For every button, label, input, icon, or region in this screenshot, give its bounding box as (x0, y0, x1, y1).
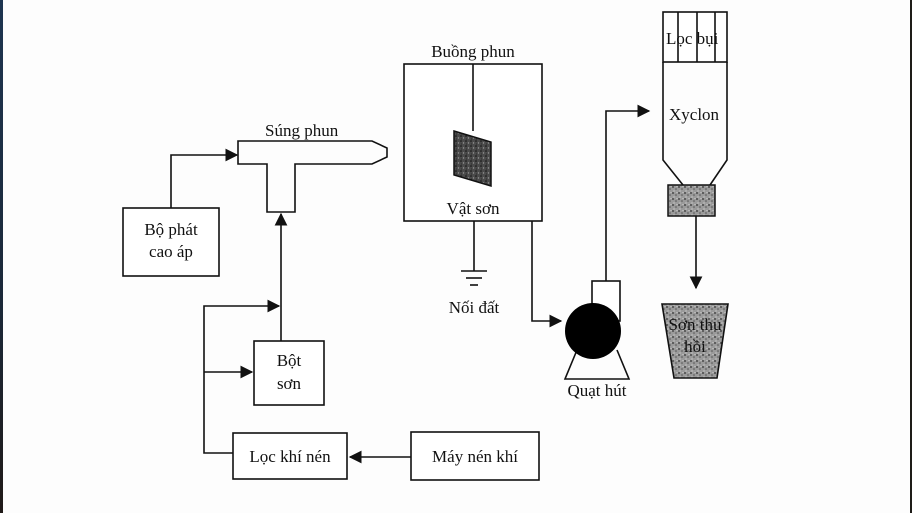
paint-powder: Bột sơn (253, 340, 325, 406)
dust-filter: Lọc bụi (662, 11, 728, 63)
exhaust-fan: Quạt hút (563, 280, 631, 400)
spray-booth-label: Buồng phun (431, 42, 515, 61)
paint-powder-label-line2: sơn (277, 374, 302, 393)
arrow-hv-to-gun (170, 148, 239, 208)
recovered-paint-bin: Sơn thu hồi (661, 303, 729, 379)
hv-generator: Bộ phát cao áp (122, 207, 220, 277)
hv-generator-label-line1: Bộ phát (144, 220, 198, 239)
spray-gun-label: Súng phun (265, 121, 339, 140)
exhaust-fan-label: Quạt hút (567, 381, 626, 400)
paint-powder-label-line1: Bột (277, 351, 302, 370)
dust-filter-label: Lọc bụi (666, 29, 719, 48)
workpiece-label: Vật sơn (447, 199, 500, 218)
air-compressor: Máy nén khí (410, 431, 540, 481)
cyclone: Xyclon (662, 62, 728, 217)
spray-booth: Buồng phun Vật sơn (403, 42, 543, 222)
cyclone-collector (667, 184, 716, 217)
window-edge-left (0, 0, 3, 513)
hv-generator-label-line2: cao áp (149, 242, 193, 261)
arrow-fan-to-cyclone (605, 104, 651, 281)
recovered-paint-label-line1: Sơn thu (669, 315, 722, 334)
workpiece: Vật sơn (447, 129, 500, 218)
arrow-filter-to-gun-line (203, 299, 281, 454)
window-edge-right (910, 0, 912, 513)
arrow-booth-to-fan (531, 221, 563, 328)
recovered-paint-label-line2: hồi (684, 337, 706, 356)
ground-label: Nối đất (449, 298, 500, 317)
air-filter: Lọc khí nén (232, 432, 348, 480)
spray-gun: Súng phun (237, 121, 388, 213)
ground-symbol: Nối đất (449, 221, 500, 317)
cyclone-label: Xyclon (669, 105, 720, 124)
air-compressor-label: Máy nén khí (432, 447, 518, 466)
air-filter-label: Lọc khí nén (249, 447, 331, 466)
